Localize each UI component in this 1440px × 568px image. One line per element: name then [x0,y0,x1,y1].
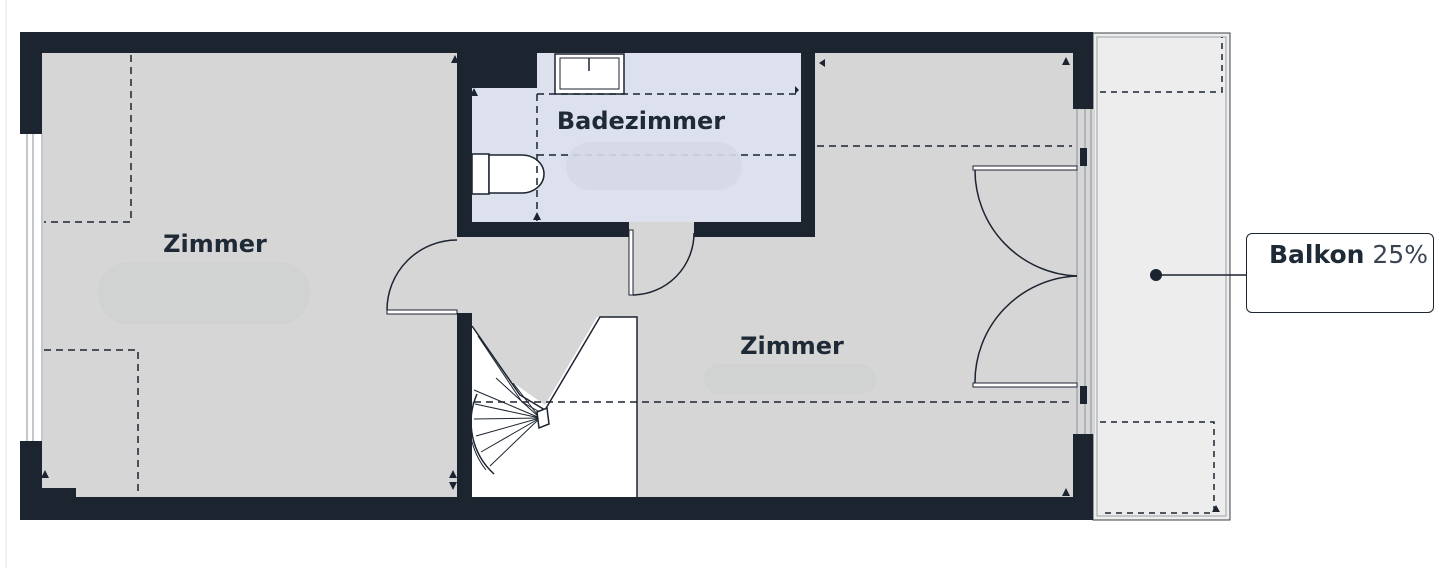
balcony-double-door [972,165,1078,388]
left-window [20,134,43,441]
bathroom-door-gap-fill [629,222,694,230]
balcony-callout: Balkon 25% [1246,233,1434,313]
wall-bottom-left-step [42,488,76,497]
right-room-blur [704,364,876,394]
balcony-name: Balkon [1269,240,1365,269]
wall-bathroom-corner [472,53,537,88]
wall-stair-left [457,313,472,497]
bathroom-door [628,229,695,296]
bathroom-label: Badezimmer [557,107,725,135]
balcony-callout-connector [1150,269,1246,281]
balcony-door-frame [1076,109,1092,434]
left-room-blur [98,262,310,324]
right-room-label: Zimmer [740,332,844,360]
boundary-markers [41,55,1220,512]
sink [554,53,625,95]
wall-bathroom-bottom-right [694,222,815,237]
left-door-gap [455,237,474,313]
wall-bathroom-bottom-left [472,222,629,237]
toilet [471,153,545,195]
bathroom-blur [566,142,742,190]
ceiling-height-lines [44,55,1072,495]
wall-left-vertical [457,53,472,237]
balcony-percentage: 25% [1372,240,1428,269]
left-room-door [386,239,458,315]
staircase [468,316,638,497]
left-room-label: Zimmer [163,230,267,258]
wall-bathroom-right [801,53,815,237]
